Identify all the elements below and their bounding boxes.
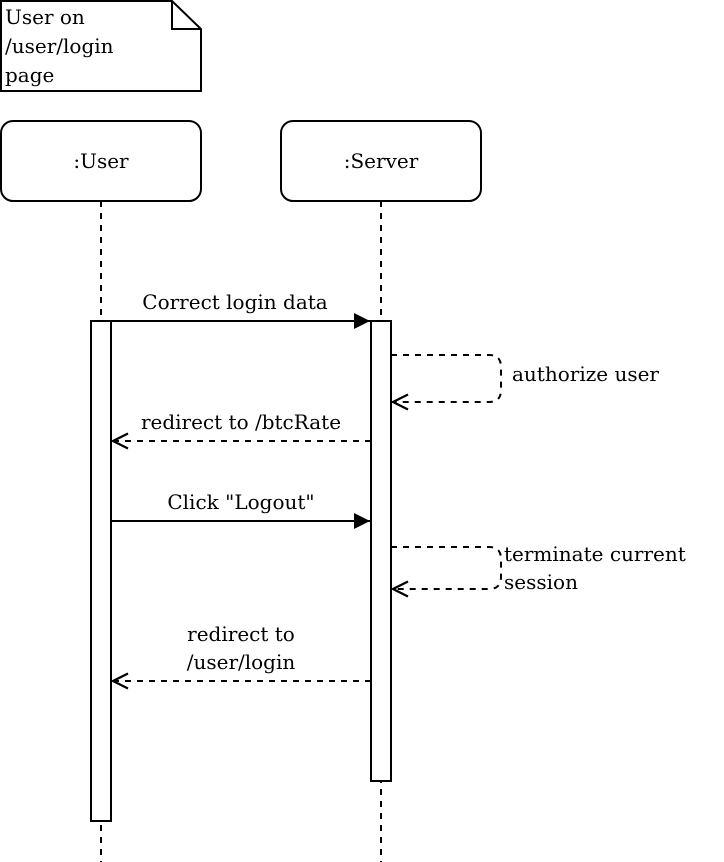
return-btcrate-label: redirect to /btcRate [140, 410, 342, 434]
return-login-label-line-2: /user/login [186, 650, 296, 674]
note-line-2: /user/login [5, 34, 114, 58]
terminate-label-line-2: session [504, 570, 578, 594]
note-text: User on /user/login page [5, 3, 195, 90]
note-line-1: User on [5, 5, 85, 29]
self-message-terminate-arrow [391, 546, 502, 589]
self-message-terminate-label: terminate current session [504, 540, 686, 596]
message-logout-label: Click "Logout" [167, 490, 315, 514]
message-correct-login-label: Correct login data [142, 290, 328, 314]
server-activation-bar [370, 320, 392, 782]
note-line-3: page [5, 63, 55, 87]
return-login-label-line-1: redirect to [187, 622, 295, 646]
self-message-authorize-label: authorize user [512, 362, 659, 386]
terminate-label-line-1: terminate current [504, 542, 686, 566]
self-message-authorize-arrow [391, 354, 502, 402]
user-lifeline-label: :User [73, 149, 129, 173]
return-login-label: redirect to /user/login [111, 620, 371, 676]
note-fold [171, 1, 201, 30]
server-lifeline-label: :Server [343, 149, 419, 173]
user-activation-bar [90, 320, 112, 822]
note-shape [0, 0, 202, 92]
